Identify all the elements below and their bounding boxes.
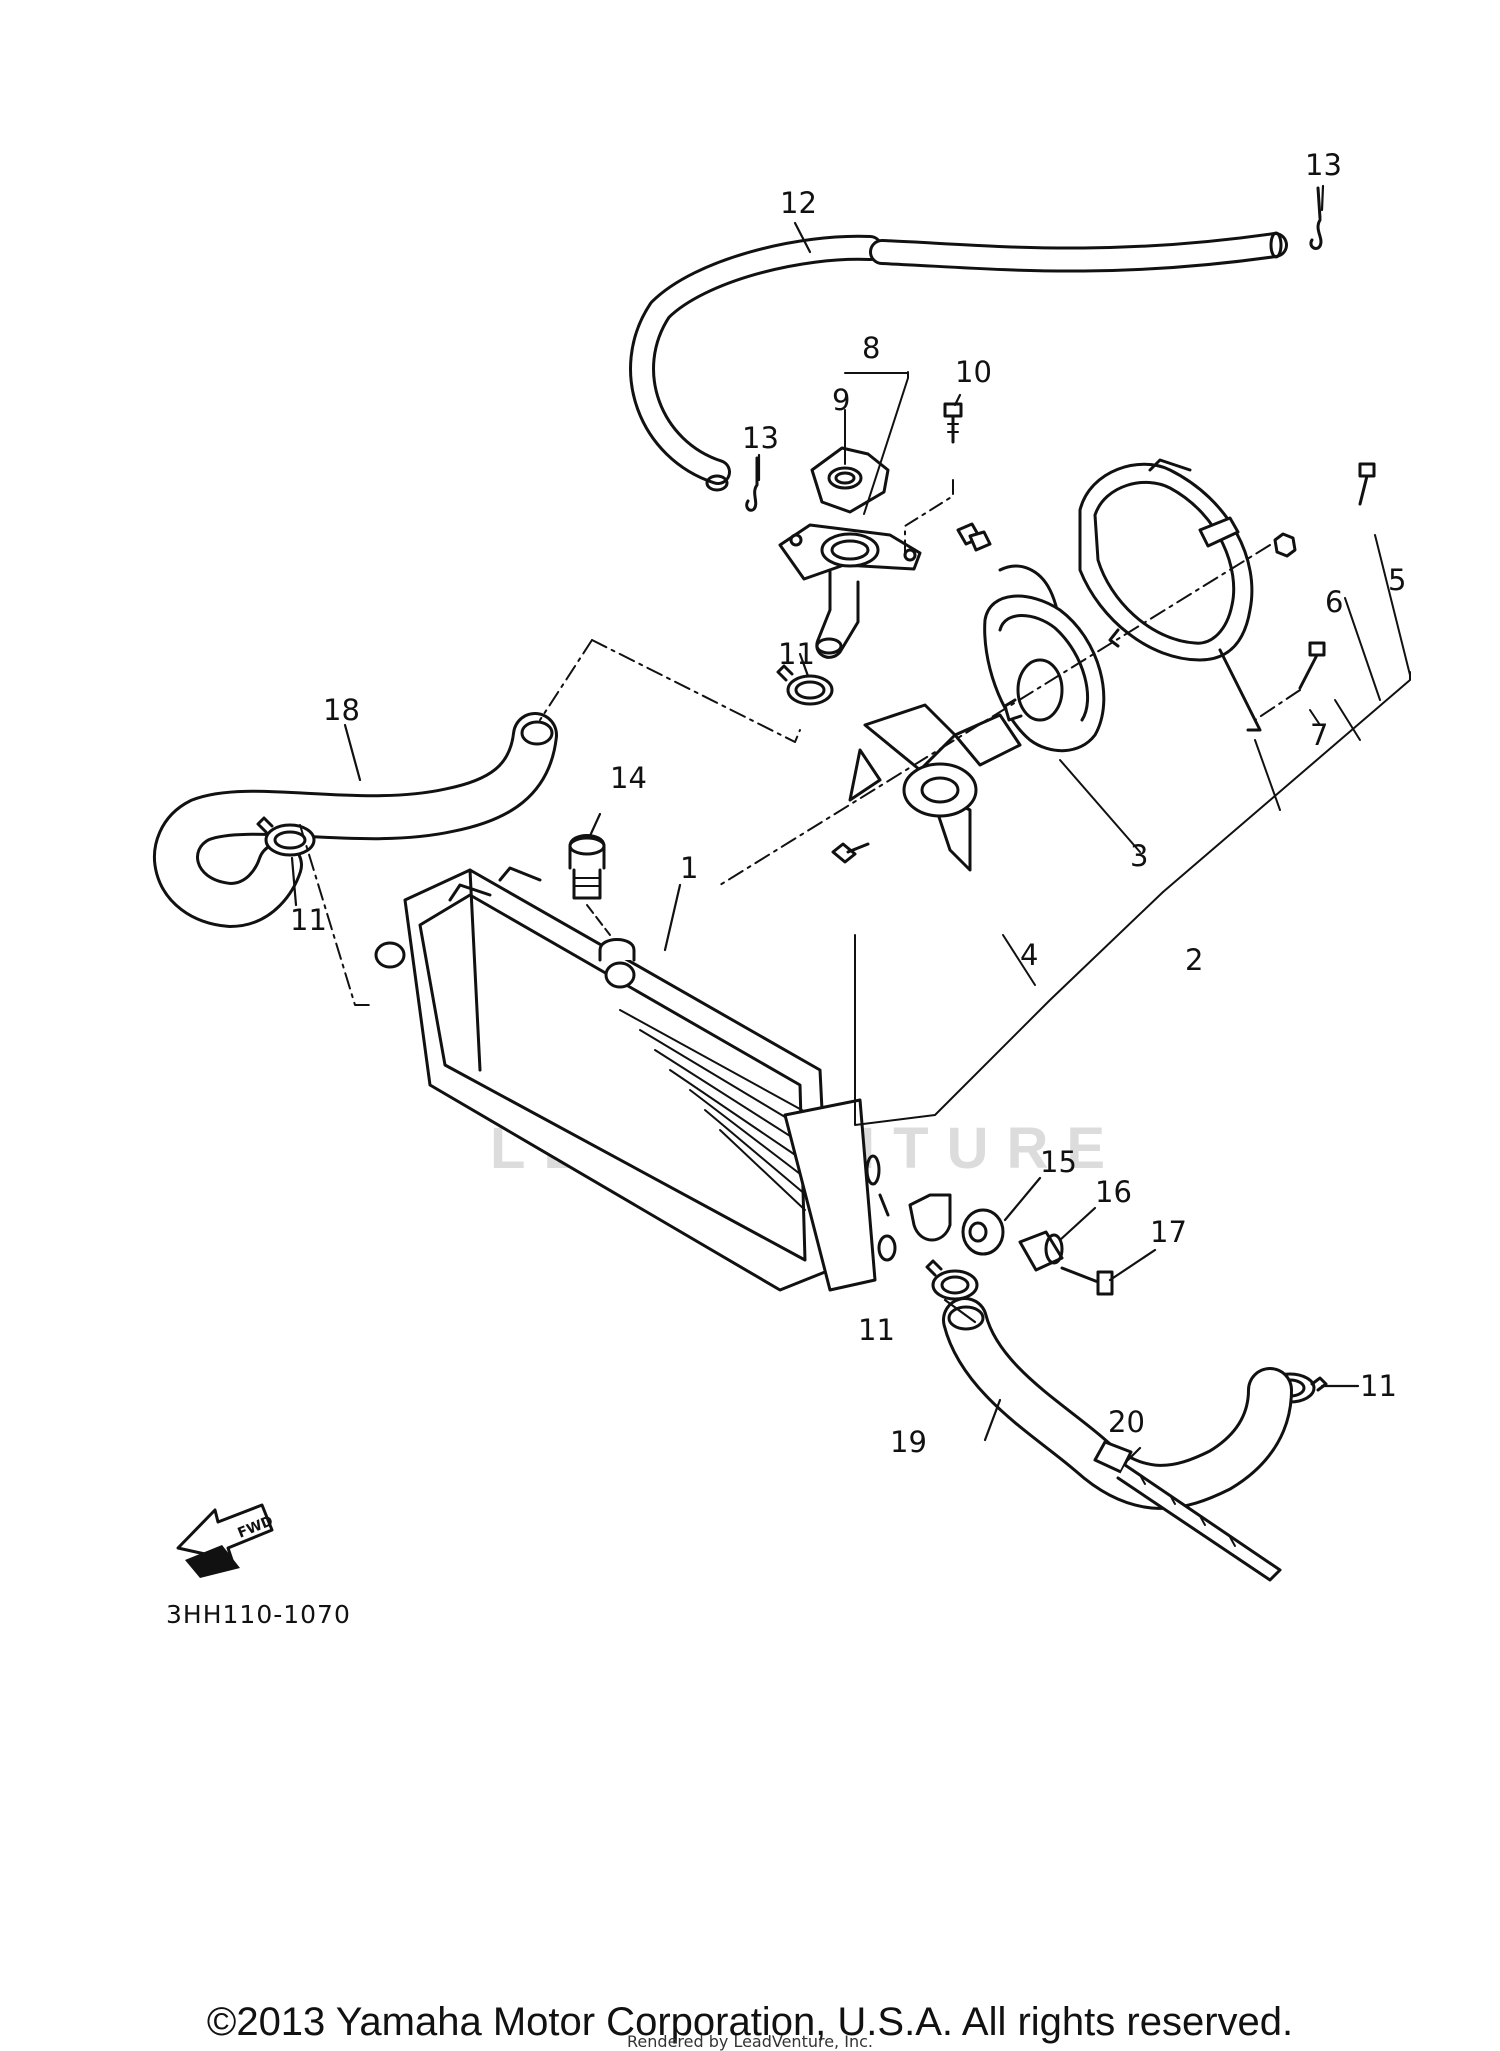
radiator-cap: [810, 446, 890, 514]
hose-clamp-lower-left: [925, 1259, 979, 1301]
callout-6: 6: [1325, 585, 1343, 619]
callout-11-upper-left: 11: [290, 903, 327, 937]
shroud-bolt-upper: [1358, 462, 1376, 506]
cable-tie: [1093, 1440, 1282, 1582]
filler-neck-bolt: [943, 402, 963, 444]
callout-7: 7: [1310, 718, 1328, 752]
callout-10: 10: [955, 355, 992, 389]
callout-4: 4: [1020, 938, 1038, 972]
callout-11-lower-left: 11: [858, 1313, 895, 1347]
collar: [1018, 1230, 1064, 1272]
callout-17: 17: [1150, 1215, 1187, 1249]
callout-20: 20: [1108, 1405, 1145, 1439]
filler-neck: [778, 523, 922, 659]
callout-11-upper-right: 11: [778, 637, 815, 671]
callout-16: 16: [1095, 1175, 1132, 1209]
callout-5: 5: [1388, 563, 1406, 597]
callout-11-lower-right: 11: [1360, 1369, 1397, 1403]
upper-radiator-hose: [153, 712, 558, 928]
fan-shroud: [1078, 458, 1262, 732]
mounting-bolt: [1060, 1266, 1114, 1296]
rendered-by-notice: Rendered by LeadVenture, Inc.: [627, 2032, 873, 2051]
fan-blade: [848, 703, 1022, 872]
callout-18: 18: [323, 693, 360, 727]
shroud-nut: [1273, 532, 1297, 558]
callout-13-left: 13: [742, 421, 779, 455]
callout-9: 9: [832, 383, 850, 417]
copyright-notice: ©2013 Yamaha Motor Corporation, U.S.A. A…: [206, 2000, 1294, 2044]
overflow-hose: [629, 231, 1288, 492]
shroud-bolt-lower: [1298, 641, 1326, 690]
diagram-code: 3HH110-1070: [166, 1600, 351, 1629]
radiator: [374, 866, 952, 1292]
callout-14: 14: [610, 761, 647, 795]
radiator-drain-plug: [568, 834, 606, 900]
fan-motor: [983, 594, 1106, 753]
rubber-grommet: [961, 1208, 1005, 1256]
hose-clip-left: [745, 456, 759, 512]
callout-15: 15: [1040, 1145, 1077, 1179]
callout-19: 19: [890, 1425, 927, 1459]
forward-direction-arrow-icon: FWD: [176, 1503, 275, 1578]
callout-13-top: 13: [1305, 148, 1342, 182]
fan-screw: [831, 842, 870, 864]
callout-12: 12: [780, 186, 817, 220]
hose-clip-top: [1309, 186, 1323, 250]
callout-8: 8: [862, 331, 880, 365]
callout-3: 3: [1130, 839, 1148, 873]
callout-1: 1: [680, 851, 698, 885]
callout-2: 2: [1185, 943, 1203, 977]
hose-clamp-upper-right: [776, 664, 834, 706]
